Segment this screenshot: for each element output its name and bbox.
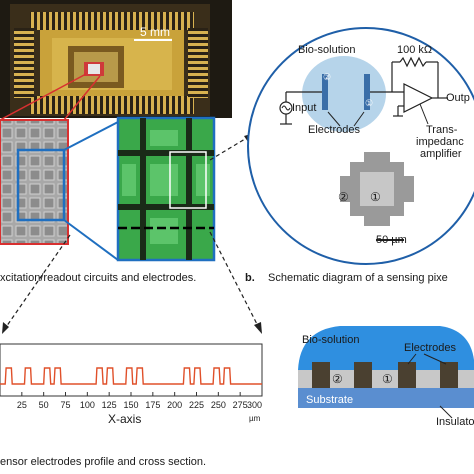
resistor-label: 100 kΩ <box>397 44 433 56</box>
x-tick-label: 275 <box>233 400 248 410</box>
bio-solution-label-b: Bio-solution <box>298 44 356 56</box>
amplifier-icon <box>403 83 434 113</box>
electrodes-label-b: Electrodes <box>308 124 360 136</box>
x-axis-label: X-axis <box>108 412 142 426</box>
pins-right <box>188 28 208 98</box>
x-tick-label: 100 <box>80 400 95 410</box>
micrograph-white-box <box>169 151 207 209</box>
electrodes-label-d: Electrodes <box>404 342 456 354</box>
resistor-icon <box>399 56 427 68</box>
output-label: Outp <box>446 92 470 104</box>
caption-c: ensor electrodes profile and cross secti… <box>0 456 207 468</box>
electrode-d-1 <box>312 362 330 388</box>
panel-b-label: b. <box>245 272 255 284</box>
electrode-node-2: ② <box>323 72 332 82</box>
electrode-d-3 <box>398 362 416 388</box>
x-tick-label: 75 <box>60 400 70 410</box>
pixel-layout <box>340 152 414 226</box>
x-tick-label: 50 <box>39 400 49 410</box>
input-label: Input <box>292 102 317 114</box>
pixel-node-1: ① <box>370 190 381 204</box>
pixel-node-2: ② <box>338 190 349 204</box>
x-tick-label: 225 <box>189 400 204 410</box>
scale-label-b: 50 µm <box>376 234 407 246</box>
electrode-node-1: ① <box>365 98 374 108</box>
substrate-layer <box>298 388 474 408</box>
substrate-label: Substrate <box>306 394 354 406</box>
electrode-right <box>364 74 370 110</box>
caption-b: Schematic diagram of a sensing pixe <box>268 272 448 284</box>
insulator-layer <box>298 370 474 388</box>
x-axis-unit: µm <box>249 414 261 423</box>
profile-series-line <box>0 367 262 385</box>
x-tick-label: 25 <box>17 400 27 410</box>
electrode-d-2 <box>354 362 372 388</box>
caption-a: xcitation/readout circuits and electrode… <box>0 272 197 284</box>
cross-node-2: ② <box>332 372 343 386</box>
scale-label-a: 5 mm <box>140 25 170 39</box>
sem-blue-box <box>16 148 66 222</box>
pins-top <box>30 12 194 30</box>
pins-bottom <box>30 96 194 114</box>
cross-node-1: ① <box>382 372 393 386</box>
tia-label-3: amplifier <box>420 148 462 160</box>
sem-image <box>0 119 69 245</box>
solution-layer <box>298 326 474 370</box>
tia-label-2: impedanc <box>416 136 464 148</box>
electrode-left <box>322 74 328 110</box>
arrow-to-b <box>209 135 251 161</box>
tia-label-1: Trans- <box>426 124 458 136</box>
x-tick-label: 175 <box>145 400 160 410</box>
bio-solution-label-d: Bio-solution <box>302 334 360 346</box>
electrode-d-4 <box>440 362 458 388</box>
x-tick-label: 300 <box>247 400 262 410</box>
micrograph-pattern <box>118 118 214 260</box>
x-tick-label: 200 <box>167 400 182 410</box>
pins-left <box>14 28 34 98</box>
x-tick-label: 250 <box>211 400 226 410</box>
insulator-label: Insulato <box>436 416 474 428</box>
x-tick-label: 125 <box>102 400 117 410</box>
x-tick-label: 150 <box>123 400 138 410</box>
